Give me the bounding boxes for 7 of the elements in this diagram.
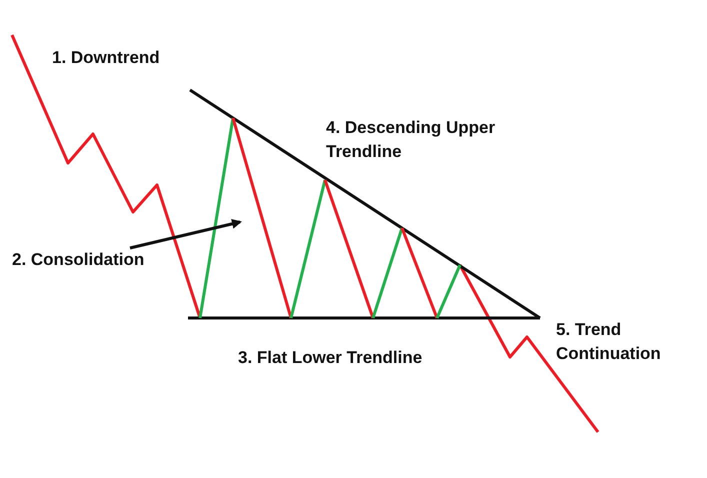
stage-label: 3. Flat Lower Trendline	[238, 347, 424, 369]
pattern-label: 2. Consolidation	[12, 248, 172, 272]
arrow	[130, 218, 242, 250]
stage-label: 5. Trend Continuation	[556, 319, 662, 365]
descending-triangle-drawing	[188, 88, 541, 320]
stage-label: 4. Descending Upper Trendline	[326, 117, 496, 163]
stage-label: 1. Downtrend	[52, 47, 161, 69]
